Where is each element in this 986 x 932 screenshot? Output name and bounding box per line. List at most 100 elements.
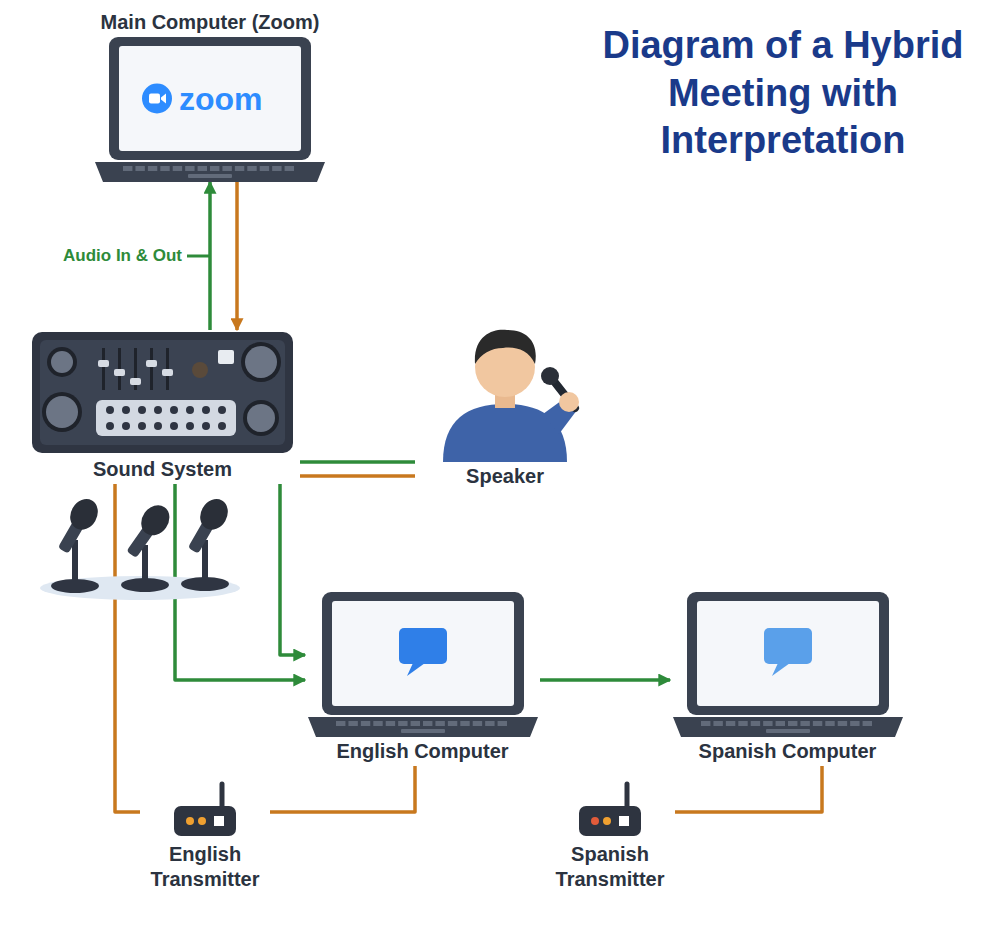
mixer-jack [106,422,114,430]
label-tick-group [187,256,210,257]
mixer-jack [122,422,130,430]
device-icon [30,330,295,455]
laptop-touchpad [188,174,232,178]
chat-bubble-tail [772,663,790,676]
mixer-jack [186,422,194,430]
mic-stand [202,540,208,584]
mixer-jack-panel [96,400,236,436]
mixer-jack [218,406,226,414]
laptop-key [173,166,182,171]
laptop-touchpad [766,729,810,733]
laptop-key [398,721,407,726]
laptop-key [135,166,144,171]
laptop-base [673,717,903,737]
mixer-jack [170,422,178,430]
label-tick [187,255,210,258]
mic-head [195,494,234,535]
laptop-key [472,721,481,726]
laptop-touchpad [401,729,445,733]
laptop-key [160,166,169,171]
transmitter-button [214,816,224,826]
mixer-knob-ring [47,347,77,377]
mixer-knob [46,396,78,428]
laptop-key [336,721,345,726]
laptop-key [247,166,256,171]
signal-connector [270,766,415,812]
fader-cap [114,369,125,376]
mixer-jack [170,406,178,414]
led [186,817,194,825]
mixer-knob [247,404,275,432]
handheld-mic-head [541,367,559,385]
laptop-key [862,721,871,726]
laptop-screen [332,601,514,706]
device-node: Spanish Computer [670,592,905,766]
antenna [220,784,225,808]
device-icon [308,592,538,737]
microphone [121,500,176,592]
connector-label: Audio In & Out [61,246,184,266]
laptop-key [285,166,294,171]
laptop-key [410,721,419,726]
device-illustration [415,312,595,462]
fader-cap [98,360,109,367]
laptop-key [788,721,797,726]
laptop-key [825,721,834,726]
laptop-key [198,166,207,171]
laptop-key [423,721,432,726]
mixer-jack [202,406,210,414]
transmitter-body [579,806,641,836]
mixer-knob [245,346,277,378]
laptop-screen [119,46,301,151]
laptop-key [738,721,747,726]
mixer-jack [154,422,162,430]
microphone [181,494,233,591]
laptop-key [348,721,357,726]
mic-body [182,494,234,557]
device-label: Spanish Computer [670,737,905,766]
mixer-jack [138,422,146,430]
speaker-hand [559,392,579,412]
laptop-key [713,721,722,726]
device-node: Spanish Transmitter [545,780,675,894]
mic-stand [72,540,78,586]
diagram-title: Diagram of a Hybrid Meeting with Interpr… [586,22,980,165]
mic-shadow [40,576,240,600]
laptop-key [210,166,219,171]
device-node: English Transmitter [140,780,270,894]
device-icon [415,312,595,462]
laptop-key [272,166,281,171]
antenna [625,784,630,808]
device-label: Main Computer (Zoom) [95,8,325,37]
signal-connector [300,460,415,464]
zoom-camera [161,94,166,104]
laptop-key [373,721,382,726]
zoom-logo-text: zoom [179,79,263,119]
mixer-body [32,332,293,453]
laptop-key [497,721,506,726]
device-node: English Computer [305,592,540,766]
laptop-key [185,166,194,171]
signal-connector [540,678,670,682]
laptop-key [260,166,269,171]
zoom-logo [142,84,172,114]
mixer-knob-ring [241,342,281,382]
laptop-key [763,721,772,726]
device-label: Spanish Transmitter [545,840,675,894]
mixer-knob-ring [42,392,82,432]
fader-track [102,348,105,390]
device-illustration [170,780,240,840]
signal-connector [280,484,305,655]
led [198,817,206,825]
mixer-button [218,350,234,364]
laptop-key [775,721,784,726]
device-node: Main Computer (Zoom) zoom [95,8,325,182]
device-icon [673,592,903,737]
laptop-key [447,721,456,726]
chat-bubble [764,628,812,664]
signal-connector [675,766,822,812]
device-illustration [673,592,903,737]
laptop-key [148,166,157,171]
laptop-key [360,721,369,726]
